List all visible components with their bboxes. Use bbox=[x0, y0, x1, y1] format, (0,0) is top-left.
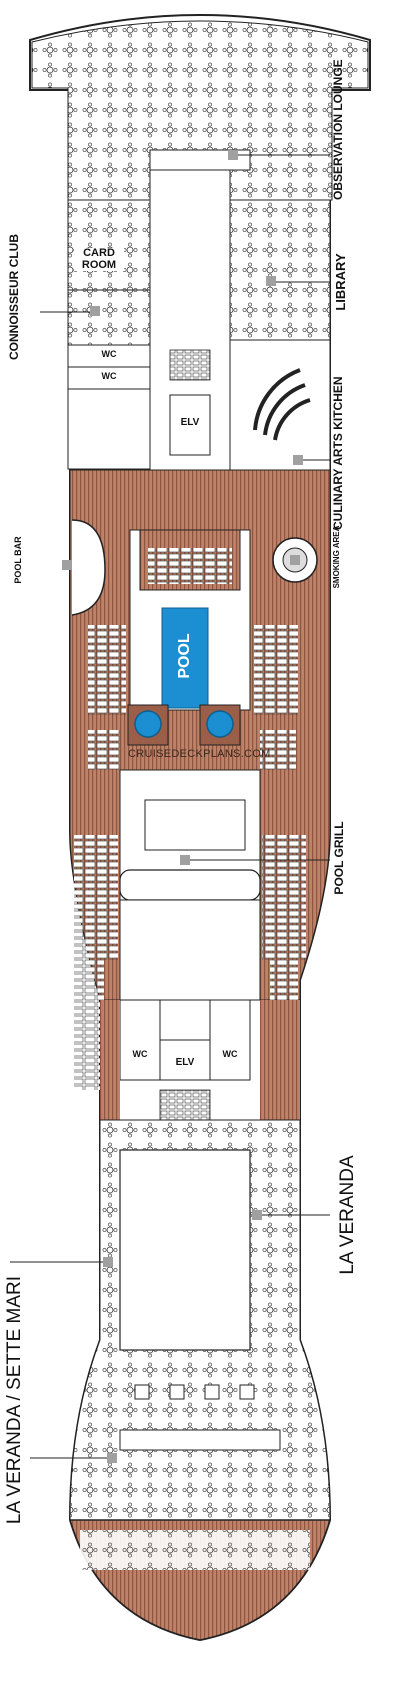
loungers-port-3 bbox=[74, 835, 118, 960]
elevator-bottom bbox=[159, 1039, 211, 1081]
label-observation-lounge: OBSERVATION LOUNGE bbox=[331, 59, 345, 200]
pool-grill-area bbox=[144, 799, 246, 851]
pool-bar-counter bbox=[71, 519, 106, 616]
loungers-port-1 bbox=[88, 625, 126, 715]
watermark: CRUISEDECKPLANS.COM bbox=[128, 748, 271, 760]
loungers-port-4 bbox=[74, 960, 104, 1090]
veranda-counter bbox=[119, 1429, 281, 1451]
wc-right-room bbox=[209, 999, 251, 1081]
markers bbox=[62, 150, 303, 1463]
veranda-buffet bbox=[119, 1149, 251, 1351]
loungers-stbd-3 bbox=[262, 835, 306, 960]
library-area bbox=[229, 199, 331, 341]
veranda-station-2 bbox=[169, 1384, 185, 1400]
veranda-station-4 bbox=[239, 1384, 255, 1400]
room-wc-1: WC bbox=[101, 349, 117, 359]
room-elv-bottom: ELV bbox=[175, 1057, 195, 1068]
loungers-stbd-1 bbox=[254, 625, 298, 715]
label-smoking-area: SMOKING AREA bbox=[332, 525, 341, 589]
hot-tub-left bbox=[134, 710, 162, 738]
leader-lines bbox=[10, 154, 330, 1459]
loungers-top bbox=[148, 548, 232, 584]
veranda-station-3 bbox=[204, 1384, 220, 1400]
label-culinary-arts-kitchen: CULINARY ARTS KITCHEN bbox=[331, 376, 345, 530]
veranda-station-1 bbox=[134, 1384, 150, 1400]
loungers-stbd-2 bbox=[260, 730, 296, 770]
room-wc-2: WC bbox=[101, 371, 117, 381]
label-la-veranda-sette-mari: LA VERANDA / SETTE MARI bbox=[4, 1275, 25, 1525]
loungers-port-2 bbox=[88, 730, 120, 770]
deck-strip-stbd bbox=[260, 1000, 300, 1120]
grill-counter bbox=[119, 869, 261, 901]
port-corridor bbox=[67, 388, 151, 470]
room-wc-left: WC bbox=[132, 1049, 148, 1059]
label-la-veranda: LA VERANDA bbox=[337, 1155, 358, 1275]
culinary-kitchen-area bbox=[229, 339, 331, 471]
elevator-top bbox=[169, 394, 211, 456]
pool-water bbox=[161, 607, 209, 709]
deck-strip-port bbox=[100, 1000, 120, 1120]
room-card-room: CARD ROOM bbox=[74, 247, 124, 272]
stairs-top bbox=[169, 349, 211, 381]
label-pool-bar: POOL BAR bbox=[13, 536, 23, 584]
aft-tables bbox=[80, 1530, 310, 1570]
hot-tub-right bbox=[206, 710, 234, 738]
kitchen-counters bbox=[253, 368, 311, 441]
center-block bbox=[119, 899, 261, 1001]
connoisseur-club-area bbox=[67, 289, 151, 346]
room-elv-top: ELV bbox=[180, 417, 200, 428]
label-library: LIBRARY bbox=[333, 253, 348, 311]
label-connoisseur-club: CONNOISSEUR CLUB bbox=[7, 233, 21, 360]
card-room-area bbox=[67, 199, 151, 291]
room-wc-right: WC bbox=[222, 1049, 238, 1059]
label-pool-grill: POOL GRILL bbox=[332, 821, 346, 895]
room-pool: POOL bbox=[176, 633, 193, 679]
wc-left-room bbox=[119, 999, 161, 1081]
